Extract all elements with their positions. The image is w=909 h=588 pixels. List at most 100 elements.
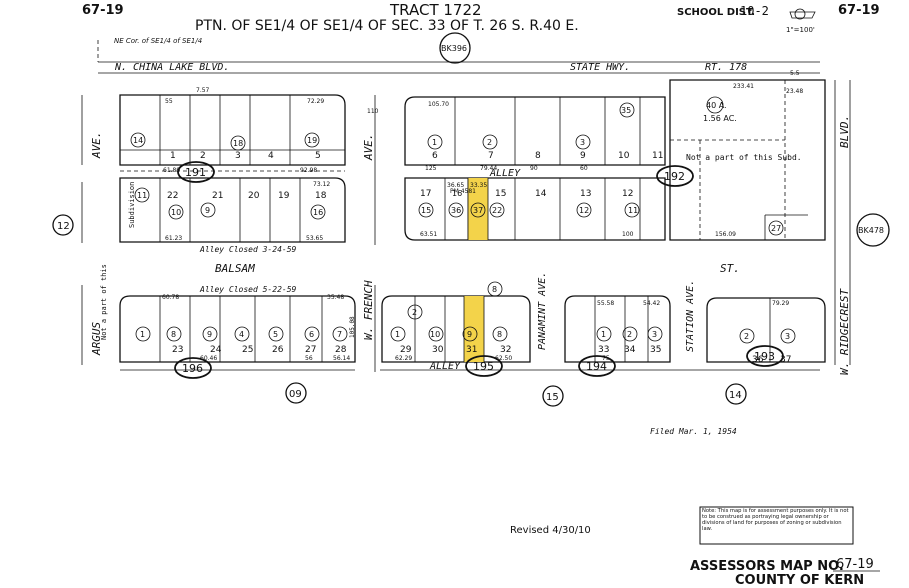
alley-label-bottom: ALLEY [429, 361, 461, 372]
lot-label: 4 [268, 151, 274, 161]
lot-label: 2 [200, 151, 206, 161]
lot-label: 11 [652, 151, 663, 161]
dimension: 92.98 [300, 167, 317, 174]
not-part-note-top: Not a part of this Subd. [686, 153, 802, 162]
alley-label: ALLEY [489, 168, 521, 179]
lot-label: 22 [167, 191, 178, 201]
lot-label: 28 [335, 345, 347, 355]
filed-date: Filed Mar. 1, 1954 [650, 427, 737, 436]
alley-closed-note-2: Alley Closed 5-22-59 [199, 285, 297, 294]
dimension-labels: 55 7.57 72.29 105.70 233.41 61.89 92.98 … [162, 70, 803, 362]
assessors-map-label: ASSESSORS MAP NO. [690, 559, 844, 574]
dimension: 33.35 [470, 182, 487, 189]
adjacent-ref-12: 12 [52, 214, 74, 236]
dimension: 105.70 [428, 101, 449, 108]
lot-label: 19 [278, 191, 290, 201]
parcel-number: 1 [432, 138, 437, 147]
book-ref-marker: BK396 [439, 32, 471, 64]
school-district-value: 10-2 [740, 4, 769, 18]
dimension: 105.08 [349, 316, 356, 338]
parcel-number: 9 [205, 206, 210, 215]
lot-label: 34 [624, 345, 636, 355]
lot-label: 29 [400, 345, 412, 355]
parcel-number: 8 [497, 330, 502, 339]
block-193-marker: 193 [746, 345, 784, 367]
parcel-number: 27 [771, 224, 781, 233]
acreage-lot: 40 A. [706, 101, 727, 110]
block-192 [404, 96, 666, 241]
map-scale: 1"=100' [786, 26, 815, 34]
bk478-marker: BK478 [856, 213, 890, 247]
french-ave-label-top: AVE. [362, 134, 375, 162]
ridgecrest-blvd-label: BLVD. [838, 115, 851, 148]
parcel-number: 1 [395, 330, 400, 339]
dimension: 60.46 [200, 355, 217, 362]
parcel-number: 3 [580, 138, 585, 147]
dimension: 156.09 [715, 231, 736, 238]
dimension: 75 [602, 355, 610, 362]
ridgecrest-label: W. RIDGECREST [838, 288, 851, 375]
parcel-number: 10 [430, 330, 440, 339]
alley-closed-note-1: Alley Closed 3-24-59 [199, 245, 297, 254]
dimension: 36.65 [447, 182, 464, 189]
block-191-marker: 191 [177, 161, 215, 183]
parcel-number: 3 [652, 330, 657, 339]
lot-label: 10 [618, 151, 630, 161]
parcel-number: 14 [133, 136, 143, 145]
parcel-number: 9 [207, 330, 212, 339]
lot-label: 35 [650, 345, 661, 355]
parcel-number: 4 [239, 330, 244, 339]
lot-label: 31 [466, 345, 477, 355]
lot-label: 32 [500, 345, 511, 355]
lot-label: 27 [305, 345, 316, 355]
block-number: 192 [664, 170, 685, 183]
side-number: 8 [492, 285, 497, 294]
parcel-number: 11 [628, 206, 638, 215]
parcel-number: 7 [337, 330, 342, 339]
argus-ave-label: ARGUS [90, 322, 103, 356]
dimension: PM 4581 [450, 188, 476, 195]
china-lake-blvd-label: N. CHINA LAKE BLVD. [114, 62, 229, 73]
dimension: 53.65 [306, 235, 323, 242]
tract-title: TRACT 1722 [389, 1, 482, 19]
lot-label: 16 [452, 189, 462, 198]
parcel-number: 12 [579, 206, 589, 215]
parcel-number: 36 [451, 206, 461, 215]
parcel-number: 22 [492, 206, 502, 215]
dimension: 63.51 [420, 231, 437, 238]
lot-label: 7 [488, 151, 494, 161]
parcel-number: 3 [785, 332, 790, 341]
dimension: 61.23 [165, 235, 182, 242]
lot-label: 26 [272, 345, 284, 355]
lot-label: 17 [420, 189, 431, 199]
dimension: 5.5 [790, 70, 800, 77]
dimension: 55.58 [597, 300, 614, 307]
dimension: 62.29 [395, 355, 412, 362]
not-part-note-bottom: Not a part of this [100, 264, 108, 340]
dimension: 60.78 [162, 294, 179, 301]
block-195-marker: 195 [465, 355, 503, 377]
dimension: 55 [165, 98, 173, 105]
block-number: 196 [182, 362, 203, 375]
block-196-marker: 196 [174, 357, 212, 379]
north-arrow-icon [789, 8, 816, 20]
side-number: 15 [546, 392, 559, 403]
lot-label: 30 [432, 345, 444, 355]
acreage-value: 1.56 AC. [703, 114, 737, 123]
dimension: 54.42 [643, 300, 660, 307]
dimension: 23.48 [786, 88, 803, 95]
parcel-number: 2 [627, 330, 632, 339]
dimension: 62.50 [495, 355, 512, 362]
lot-label: 37 [780, 355, 791, 365]
lot-label: 15 [495, 189, 506, 199]
block-194-marker: 194 [578, 355, 616, 377]
parcel-number: 2 [744, 332, 749, 341]
parcel-number: 1 [140, 330, 145, 339]
lot-label: 36 [752, 355, 764, 365]
dimension: 110 [367, 108, 379, 115]
lot-label: 6 [432, 151, 438, 161]
lot-label: 21 [212, 191, 223, 201]
balsam-st-label: ST. [720, 262, 740, 275]
dimension: 72.29 [307, 98, 324, 105]
lot-label: 13 [580, 189, 591, 199]
